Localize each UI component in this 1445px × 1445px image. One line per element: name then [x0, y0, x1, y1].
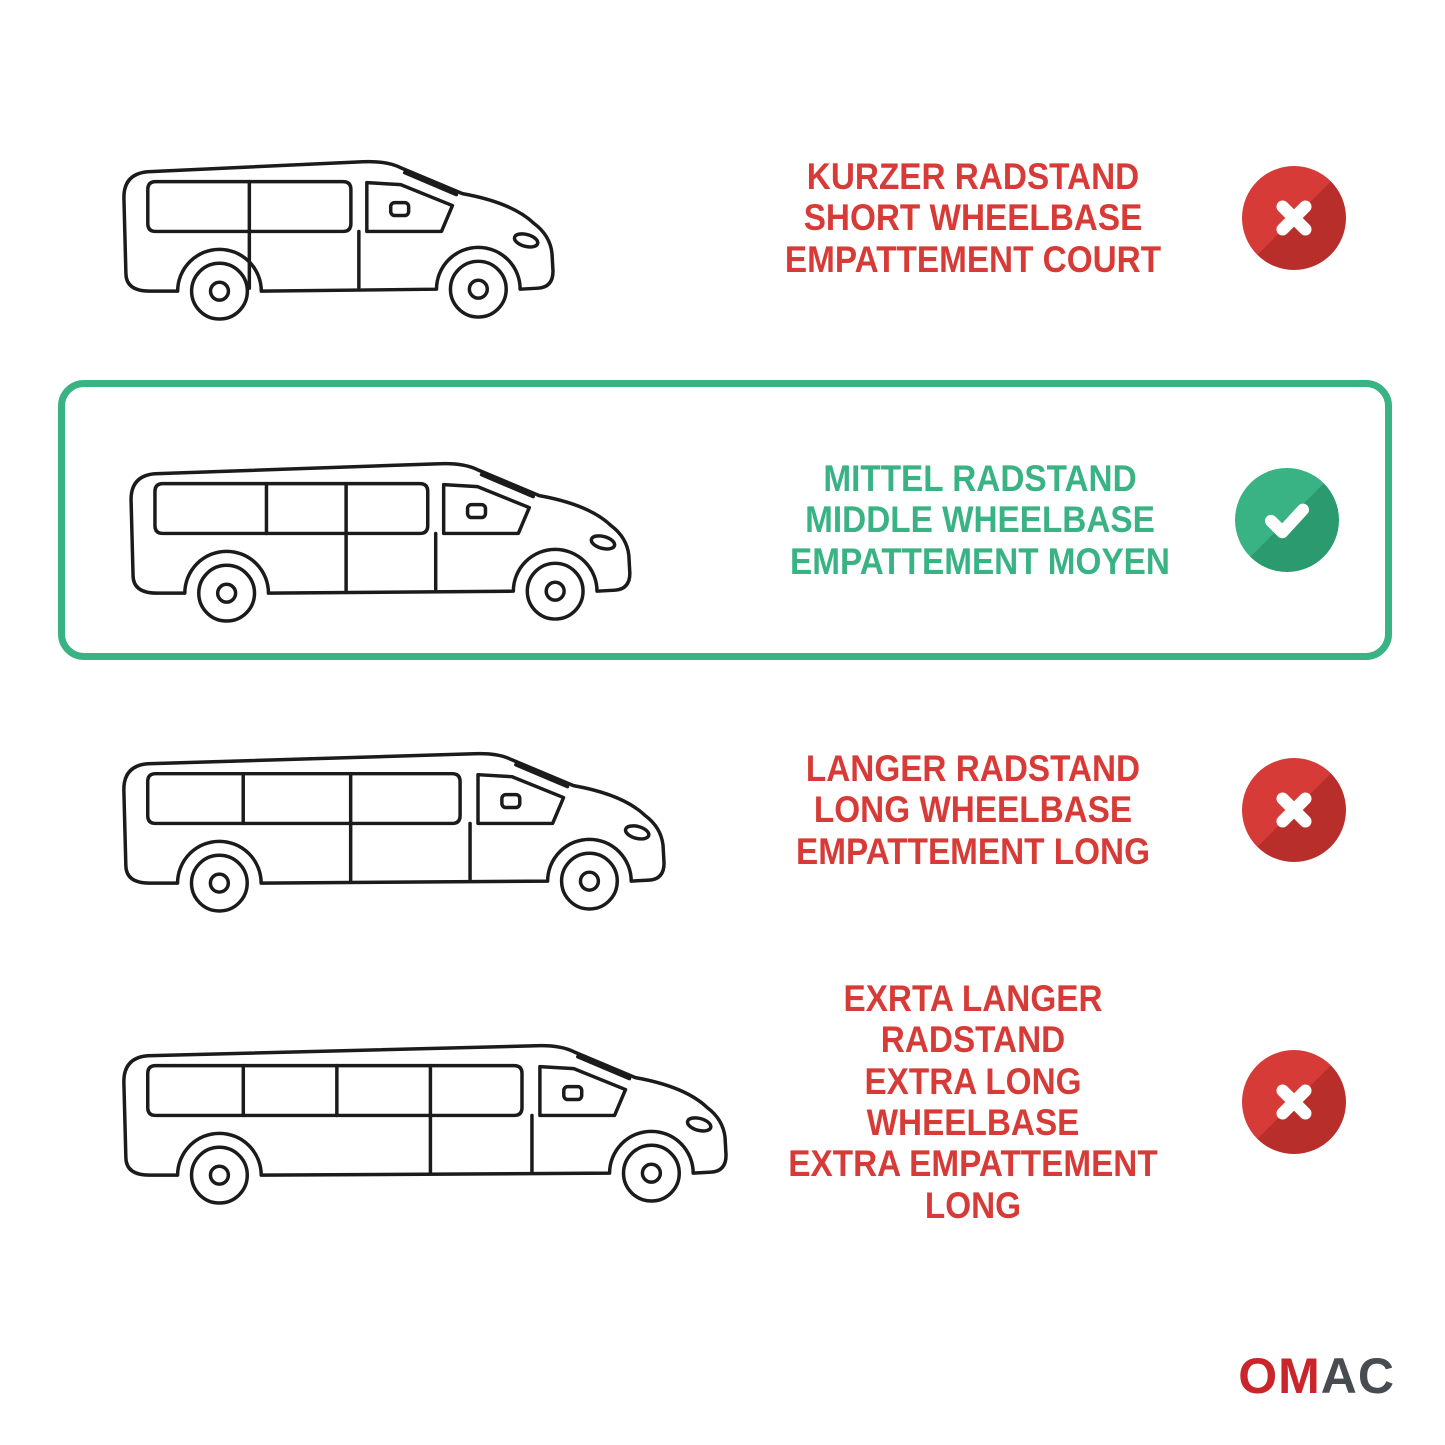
option-labels: LANGER RADSTAND LONG WHEELBASE EMPATTEME… [771, 748, 1176, 872]
extra-long-van-illustration [58, 990, 748, 1215]
x-icon [1276, 792, 1312, 828]
x-icon [1276, 200, 1312, 236]
label-en: SHORT WHEELBASE [803, 197, 1143, 239]
option-row-extra-long-wheelbase: EXRTA LANGER RADSTAND EXTRA LONG WHEELBA… [58, 962, 1392, 1242]
label-de: KURZER RADSTAND [806, 155, 1140, 197]
label-fr: EMPATTEMENT MOYEN [790, 540, 1170, 582]
omac-logo: OMAC [1238, 1351, 1395, 1401]
option-labels: EXRTA LANGER RADSTAND EXTRA LONG WHEELBA… [771, 978, 1176, 1227]
option-row-long-wheelbase: LANGER RADSTAND LONG WHEELBASE EMPATTEME… [58, 670, 1392, 950]
short-van-illustration [58, 106, 748, 331]
long-van-illustration [58, 698, 748, 923]
label-fr: EMPATTEMENT LONG [796, 830, 1150, 872]
status-icon [1235, 468, 1339, 572]
label-fr: EXTRA EMPATTEMENT LONG [788, 1143, 1158, 1226]
status-icon [1242, 758, 1346, 862]
label-en: EXTRA LONG WHEELBASE [864, 1060, 1082, 1143]
logo-text-ac: AC [1320, 1348, 1395, 1404]
label-en: MIDDLE WHEELBASE [805, 499, 1155, 541]
option-labels: KURZER RADSTAND SHORT WHEELBASE EMPATTEM… [771, 156, 1176, 280]
label-fr: EMPATTEMENT COURT [784, 238, 1162, 280]
x-icon [1276, 1084, 1312, 1120]
label-de: MITTEL RADSTAND [823, 457, 1137, 499]
label-de: LANGER RADSTAND [805, 747, 1141, 789]
option-labels: MITTEL RADSTAND MIDDLE WHEELBASE EMPATTE… [778, 458, 1183, 582]
status-icon [1242, 1050, 1346, 1154]
option-row-middle-wheelbase: MITTEL RADSTAND MIDDLE WHEELBASE EMPATTE… [58, 380, 1392, 660]
status-icon [1242, 166, 1346, 270]
check-icon [1264, 503, 1310, 539]
label-en: LONG WHEELBASE [813, 789, 1133, 831]
label-de: EXRTA LANGER RADSTAND [843, 977, 1103, 1061]
logo-text-om: OM [1238, 1348, 1321, 1404]
option-row-short-wheelbase: KURZER RADSTAND SHORT WHEELBASE EMPATTEM… [58, 78, 1392, 358]
middle-van-illustration [65, 408, 755, 633]
